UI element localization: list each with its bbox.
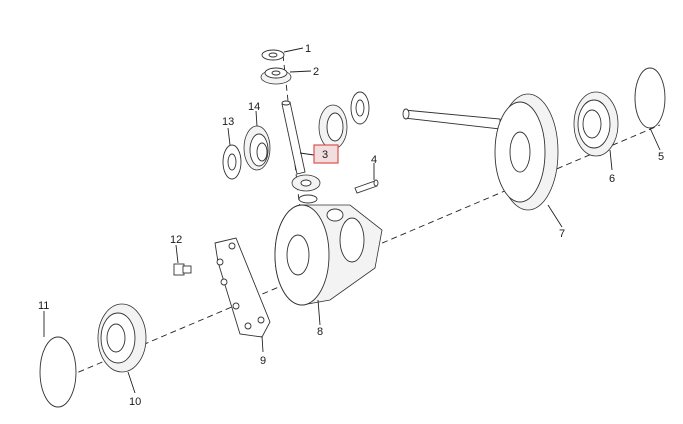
part-3-pinion-shaft[interactable]: [281, 100, 306, 175]
part-12-bolt[interactable]: [173, 263, 192, 276]
part-5-snap-ring[interactable]: [634, 67, 666, 129]
callout-1: 1: [305, 43, 311, 55]
part-7-axle-shaft[interactable]: [402, 93, 559, 211]
highlight-box: [313, 144, 339, 164]
part-6-bearing[interactable]: [573, 91, 619, 157]
part-8-differential-case[interactable]: [274, 204, 383, 306]
callout-10: 10: [129, 396, 141, 408]
callout-3: 3: [322, 149, 328, 161]
callout-2: 2: [313, 66, 319, 78]
part-10-bearing[interactable]: [97, 303, 147, 373]
part-1-thrust-washer[interactable]: [261, 49, 285, 61]
part-2-side-gear[interactable]: [260, 67, 292, 85]
leader-lines: [43, 47, 661, 394]
part-11-snap-ring[interactable]: [39, 336, 77, 408]
callout-7: 7: [559, 228, 565, 240]
callout-11: 11: [38, 300, 49, 312]
part-lower-pinion-gear[interactable]: [291, 174, 321, 204]
callout-5: 5: [658, 151, 664, 163]
part-4-lock-pin[interactable]: [354, 179, 379, 194]
part-14-side-gear[interactable]: [243, 125, 271, 171]
callout-9: 9: [260, 355, 266, 367]
part-right-side-gear[interactable]: [318, 91, 370, 150]
callout-4: 4: [371, 154, 377, 166]
part-9-gasket-plate[interactable]: [214, 237, 271, 338]
callout-13: 13: [222, 116, 234, 128]
part-13-thrust-washer[interactable]: [222, 144, 242, 180]
callout-8: 8: [317, 326, 323, 338]
callout-14: 14: [248, 101, 260, 113]
callout-6: 6: [609, 173, 615, 185]
callout-3-highlight[interactable]: 3: [313, 144, 339, 164]
callout-12: 12: [170, 234, 182, 246]
